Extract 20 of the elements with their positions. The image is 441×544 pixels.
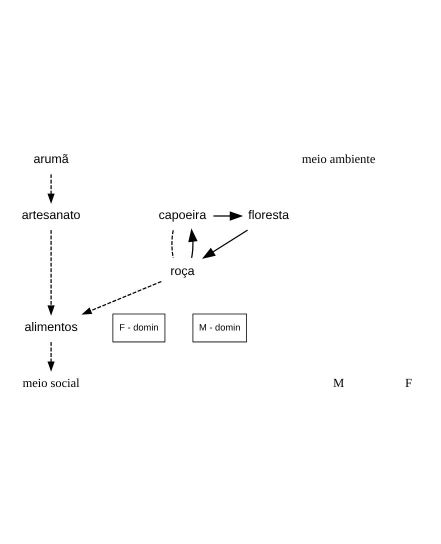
connector	[171, 230, 174, 258]
node-text: arumã	[33, 152, 69, 166]
node-text: artesanato	[22, 208, 80, 222]
node-text: alimentos	[24, 320, 78, 334]
node-text: roça	[170, 264, 195, 278]
arrow	[202, 230, 248, 259]
label: M - domin	[199, 322, 240, 332]
label: F	[405, 376, 412, 390]
arrow	[48, 342, 55, 372]
arrow	[81, 280, 162, 315]
node-text: meio social	[22, 376, 80, 390]
label: meio ambiente	[302, 152, 376, 166]
node-text: capoeira	[158, 208, 206, 222]
arrow	[213, 211, 244, 221]
label: M	[333, 376, 344, 390]
label: F - domin	[119, 322, 159, 332]
arrow	[48, 174, 55, 204]
arrow	[48, 230, 55, 316]
node-text: floresta	[248, 208, 290, 222]
arrow	[188, 228, 198, 258]
